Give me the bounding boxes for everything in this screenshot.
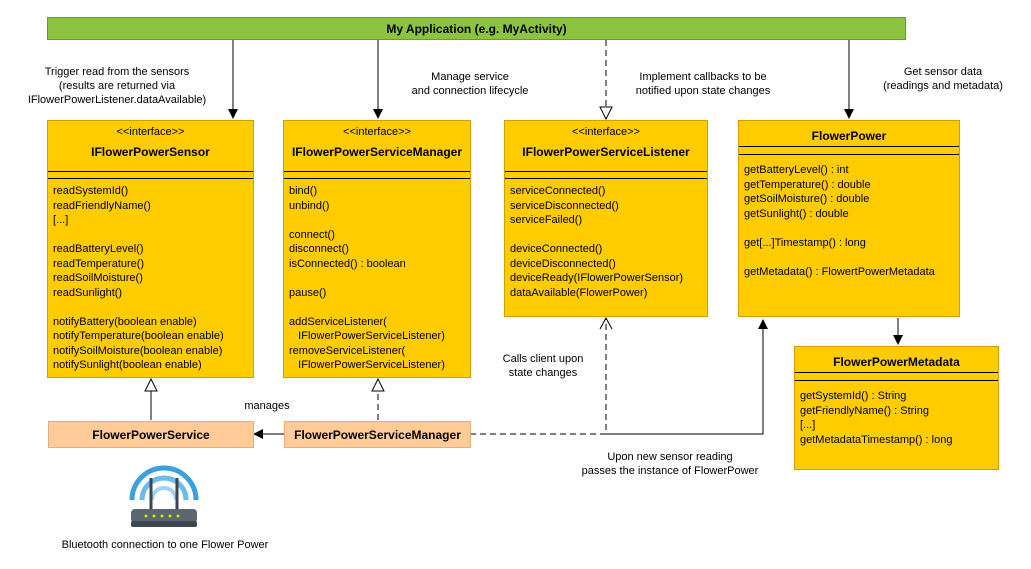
class-iflowerpowerservicelistener: <<interface>> IFlowerPowerServiceListene… <box>504 120 708 317</box>
separator <box>795 380 998 381</box>
separator <box>284 178 470 179</box>
method-item: IFlowerPowerServiceListener) <box>289 359 445 371</box>
method-item: getMetadata() : FlowertPowerMetadata <box>744 265 935 278</box>
separator <box>284 171 470 172</box>
stereotype-label: <<interface>> <box>572 126 640 138</box>
separator <box>739 154 959 155</box>
method-item: deviceReady(IFlowerPowerSensor) <box>510 272 684 284</box>
class-flowerpowermetadata: FlowerPowerMetadata getSystemId() : Stri… <box>794 346 999 470</box>
method-item: disconnect() <box>289 243 349 255</box>
class-name: FlowerPowerService <box>92 427 210 442</box>
separator <box>739 146 959 147</box>
method-item: serviceFailed() <box>510 214 583 226</box>
method-group-gap <box>289 300 467 315</box>
method-group-gap <box>53 228 250 243</box>
method-item: deviceConnected() <box>510 243 603 255</box>
method-item: deviceDisconnected() <box>510 257 616 270</box>
note-calls-client: Calls client upon state changes <box>502 353 584 379</box>
note-get-sensor-data: Get sensor data (readings and metadata) <box>883 66 1003 92</box>
separator <box>505 178 707 179</box>
method-item: getTemperature() : double <box>744 178 871 191</box>
method-item: readSoilMoisture() <box>53 272 143 284</box>
class-flowerpowerservicemanager: FlowerPowerServiceManager <box>284 421 471 448</box>
stereotype-label: <<interface>> <box>116 126 185 138</box>
method-item: readSunlight() <box>53 286 123 299</box>
method-item: notifyBattery(boolean enable) <box>53 315 197 328</box>
method-group-gap <box>744 250 956 265</box>
class-flowerpower: FlowerPower getBatteryLevel() : int getTe… <box>738 120 960 317</box>
note-implement-callbacks: Implement callbacks to be notified upon … <box>635 71 771 97</box>
method-item: dataAvailable(FlowerPower) <box>510 286 648 299</box>
method-item: serviceDisconnected() <box>510 199 619 212</box>
method-list: serviceConnected() serviceDisconnected() s… <box>510 184 704 300</box>
class-iflowerpowersensor: <<interface>> IFlowerPowerSensor readSys… <box>47 120 254 378</box>
method-item: addServiceListener( <box>289 315 387 328</box>
my-application-label: My Application (e.g. MyActivity) <box>386 21 567 36</box>
wifi-router-icon <box>129 465 199 527</box>
method-group-gap <box>510 228 704 243</box>
method-group-gap <box>289 213 467 228</box>
method-item: readTemperature() <box>53 257 145 270</box>
separator <box>505 171 707 172</box>
stereotype-label: <<interface>> <box>343 126 411 138</box>
method-item: readBatteryLevel() <box>53 243 144 255</box>
method-list: getBatteryLevel() : int getTemperature() … <box>744 163 956 279</box>
method-item: readSystemId() <box>53 185 129 197</box>
method-group-gap <box>53 300 250 315</box>
method-item: getFriendlyName() : String <box>800 404 929 417</box>
method-item: get[...]Timestamp() : long <box>744 236 866 249</box>
method-item: getSunlight() : double <box>744 207 849 220</box>
class-name: FlowerPowerMetadata <box>833 355 960 369</box>
method-item: pause() <box>289 286 327 299</box>
method-item: getBatteryLevel() : int <box>744 164 849 176</box>
class-iflowerpowerservicemanager: <<interface>> IFlowerPowerServiceManager… <box>283 120 471 378</box>
note-trigger-read: Trigger read from the sensors (results a… <box>27 66 207 106</box>
method-item: IFlowerPowerServiceListener) <box>289 330 445 342</box>
method-item: notifySunlight(boolean enable) <box>53 359 202 371</box>
method-item: readFriendlyName() <box>53 199 151 212</box>
class-name: IFlowerPowerServiceManager <box>291 145 463 159</box>
method-list: getSystemId() : String getFriendlyName() … <box>800 389 995 447</box>
class-name: FlowerPower <box>811 129 887 143</box>
note-new-sensor-reading: Upon new sensor reading passes the insta… <box>581 451 759 477</box>
separator <box>48 171 253 172</box>
method-item: isConnected() : boolean <box>289 257 406 270</box>
method-item: getSystemId() : String <box>800 390 907 402</box>
method-item: serviceConnected() <box>510 185 606 197</box>
method-list: bind() unbind() connect() disconnect() isCon… <box>289 184 467 373</box>
method-group-gap <box>289 271 467 286</box>
method-list: readSystemId() readFriendlyName() [...] rea… <box>53 184 250 373</box>
method-item: unbind() <box>289 199 330 212</box>
method-group-gap <box>744 221 956 236</box>
method-item: [...] <box>800 419 816 431</box>
method-item: bind() <box>289 185 318 197</box>
my-application-bar: My Application (e.g. MyActivity) <box>47 17 906 40</box>
class-name: IFlowerPowerServiceListener <box>522 145 690 159</box>
class-name: FlowerPowerServiceManager <box>294 427 461 442</box>
separator <box>795 372 998 373</box>
method-item: removeServiceListener( <box>289 344 406 357</box>
method-item: notifySoilMoisture(boolean enable) <box>53 344 223 357</box>
arrow-passes-flowerpower <box>606 320 764 435</box>
method-item: connect() <box>289 228 335 241</box>
separator <box>48 178 253 179</box>
method-item: getSoilMoisture() : double <box>744 193 870 205</box>
class-name: IFlowerPowerSensor <box>91 145 210 159</box>
method-item: getMetadataTimestamp() : long <box>800 433 953 446</box>
note-bluetooth: Bluetooth connection to one Flower Power <box>61 539 269 551</box>
note-manage-service: Manage service and connection lifecycle <box>411 71 529 97</box>
arrow-calls-listener-head <box>599 316 613 330</box>
class-flowerpowerservice: FlowerPowerService <box>48 421 254 448</box>
note-manages: manages <box>244 400 290 412</box>
method-item: notifyTemperature(boolean enable) <box>53 330 224 342</box>
method-item: [...] <box>53 214 69 226</box>
arrow-passes-flowerpower-head <box>758 319 768 329</box>
